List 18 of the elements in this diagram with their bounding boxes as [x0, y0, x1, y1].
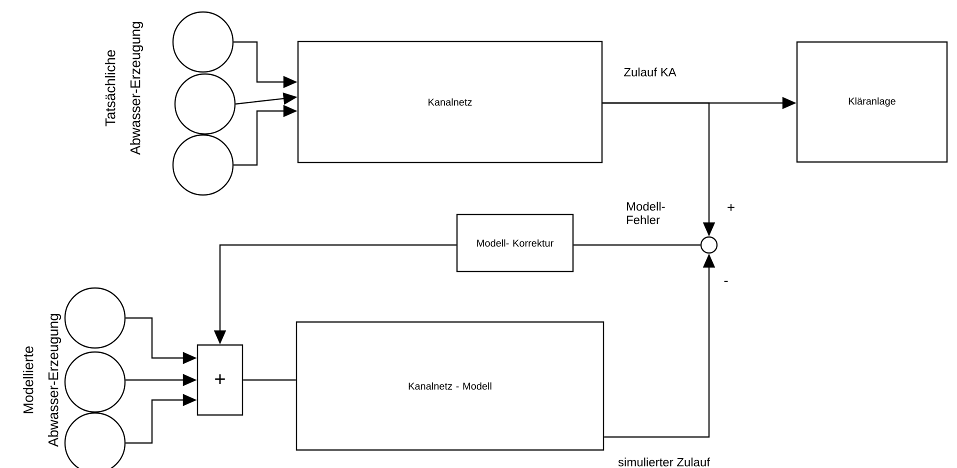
- source-circle: [172, 11, 234, 73]
- process-box: Kläranlage: [796, 41, 948, 163]
- process-box: Kanalnetz: [297, 40, 603, 164]
- sum-block: +: [196, 344, 244, 416]
- sign-label: +: [728, 204, 734, 211]
- edge-label: Zulauf KA: [624, 68, 676, 76]
- junction-circle: [700, 236, 718, 254]
- source-circle: [174, 73, 236, 135]
- source-circle: [64, 351, 126, 413]
- process-box: Kanalnetz - Modell: [296, 321, 604, 451]
- text-label: Modell- Fehler: [627, 202, 665, 224]
- edge-label: simulierter Zulauf: [618, 458, 710, 466]
- process-box: Modell- Korrektur: [456, 214, 574, 272]
- source-circle: [64, 287, 126, 349]
- sign-label: -: [724, 280, 728, 282]
- source-circle: [172, 134, 234, 196]
- rotated-label: Tatsächliche Abwasser-Erzeugung: [104, 22, 144, 155]
- rotated-label: Modellierte Abwasser-Erzeugung: [22, 314, 62, 447]
